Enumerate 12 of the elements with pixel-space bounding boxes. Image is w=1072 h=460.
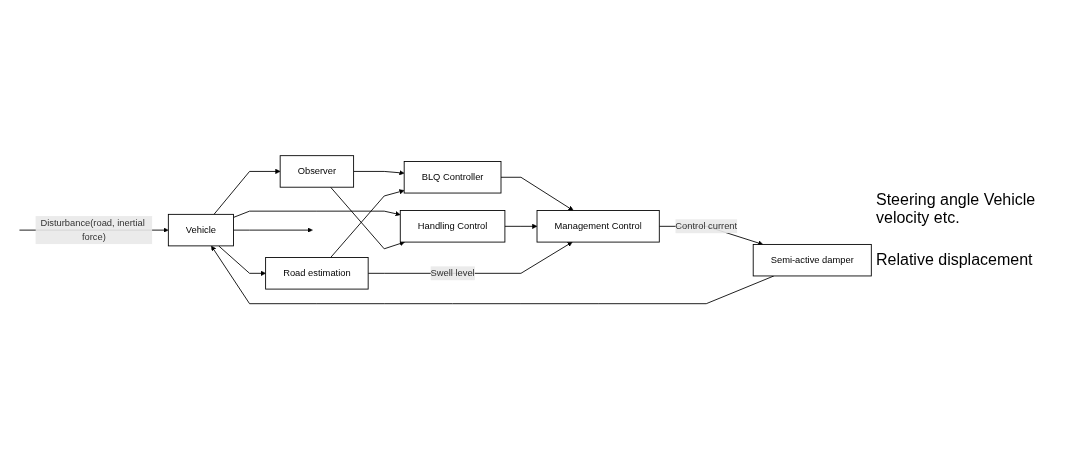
edge-label: Disturbance(road, inertial force) (40, 218, 145, 243)
signal-label: Relative displacement (876, 251, 1034, 269)
node-box: Vehicle (167, 214, 234, 247)
edge-label: Control current (675, 221, 738, 232)
node-box: Management Control (536, 210, 660, 243)
signal-label: Steering angle Vehicle velocity etc. (876, 191, 1037, 227)
edge-label: Swell level (430, 268, 475, 279)
node-box: Road estimation (265, 257, 369, 290)
node-box: Handling Control (399, 210, 506, 243)
node-box: BLQ Controller (403, 161, 502, 194)
node-box: Semi-active damper (752, 244, 872, 277)
node-box: Observer (279, 155, 355, 188)
